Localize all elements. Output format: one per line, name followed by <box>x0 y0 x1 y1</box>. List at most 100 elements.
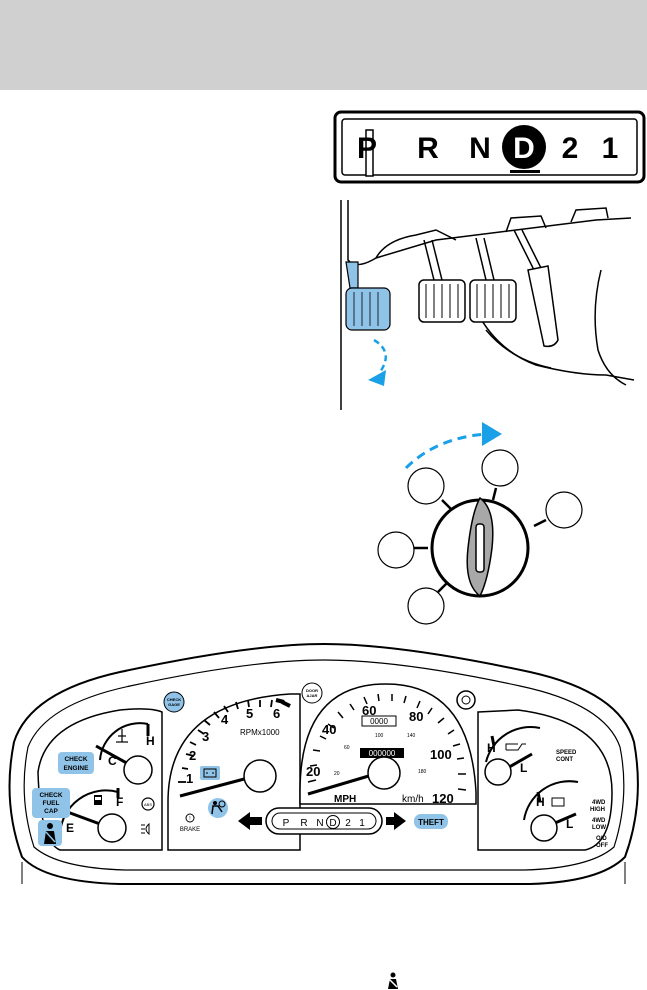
tach-needle <box>179 776 249 798</box>
4wd-high-label: 4WD <box>592 800 606 806</box>
speedo-needle <box>307 773 373 796</box>
tach-tick-label: 6 <box>273 706 280 721</box>
gear-d-highlight <box>502 125 546 169</box>
4wd-low-label: 4WD <box>592 818 606 824</box>
prnd-label: R <box>300 818 307 829</box>
check-fuel-cap-lamp <box>32 788 70 818</box>
key-position-circle <box>407 467 445 505</box>
temp-low-label: C <box>108 754 117 768</box>
coolant-icon <box>116 729 128 743</box>
arrow-left-icon <box>238 812 262 830</box>
battery-icon <box>200 766 220 780</box>
svg-text:AJAR: AJAR <box>307 693 318 698</box>
battery-high-label: H <box>536 795 545 809</box>
speedo-tick-label: 20 <box>306 764 320 779</box>
mph-label: MPH <box>334 794 356 805</box>
battery-needle-hub <box>530 814 558 842</box>
temp-high-label: H <box>146 734 155 748</box>
arrow-down-icon <box>368 370 386 386</box>
instrument-cluster: H C CHECK ENGINE F E CHECK FUEL CAP ABS <box>8 642 639 885</box>
fuel-pump-icon <box>94 795 102 805</box>
tach-tick-label: 5 <box>246 706 253 721</box>
tach-scale <box>178 699 273 783</box>
tach-unit-label: RPMx1000 <box>240 728 280 737</box>
speedo-tick-label: 100 <box>430 747 452 762</box>
check-gage-text: CHECK <box>167 697 181 702</box>
airbag-lamp <box>208 798 228 818</box>
svg-text:OFF: OFF <box>596 843 608 849</box>
svg-text:FUEL: FUEL <box>43 800 60 807</box>
gear-n: N <box>469 132 491 165</box>
kmh-tick-label: 140 <box>407 733 416 739</box>
speedo-tick-label: 80 <box>409 709 423 724</box>
kmh-label: km/h <box>402 794 424 805</box>
prnd-label: 2 <box>345 818 351 829</box>
speedo-scale <box>307 693 467 791</box>
oil-high-label: H <box>487 741 496 755</box>
svg-text:CONT: CONT <box>556 757 573 763</box>
tach-needle-hub <box>243 759 277 793</box>
tach-tick-label: 4 <box>221 712 229 727</box>
svg-text:ENGINE: ENGINE <box>64 765 90 772</box>
speedo-tick-label: 40 <box>322 722 336 737</box>
check-engine-text: CHECK <box>64 756 87 763</box>
check-engine-lamp <box>58 752 94 774</box>
theft-label: THEFT <box>418 818 444 827</box>
check-gage-lamp <box>163 691 185 713</box>
airbag-icon <box>211 800 226 815</box>
kmh-tick-label: 100 <box>375 733 384 739</box>
arrow-right-icon <box>482 422 502 446</box>
svg-text:HIGH: HIGH <box>590 807 605 813</box>
gear-d: D <box>513 132 535 165</box>
svg-text:LOW: LOW <box>592 825 606 831</box>
battery-low-label: L <box>566 817 573 831</box>
fuel-low-label: E <box>66 821 74 835</box>
seatbelt-icon <box>388 972 398 989</box>
headlamp-icon <box>141 822 150 836</box>
tach-tick-label: 1 <box>186 771 193 786</box>
right-gauge-pod <box>477 709 613 851</box>
page-header-band <box>0 0 647 90</box>
temp-needle-hub <box>123 755 153 785</box>
kmh-tick-label: 20 <box>334 771 340 777</box>
gear-r: R <box>417 132 439 165</box>
fuel-needle-hub <box>97 813 127 843</box>
od-off-label: O/D <box>596 836 607 842</box>
gear-pointer <box>365 129 374 177</box>
gear-indicator: P R N D 2 1 <box>333 110 646 184</box>
svg-text:ABS: ABS <box>144 802 152 807</box>
abs-icon: ABS <box>141 797 155 811</box>
speedo-tick-label: 60 <box>362 703 376 718</box>
fuel-high-label: F <box>116 795 123 809</box>
gear-p: P <box>357 132 377 165</box>
key-position-circle <box>545 491 583 529</box>
svg-text:!: ! <box>189 816 190 822</box>
theft-lamp <box>414 814 448 829</box>
door-ajar-lamp <box>301 682 323 704</box>
speedometer-pod <box>299 683 477 805</box>
svg-text:CAP: CAP <box>44 808 58 815</box>
trip-odometer <box>361 715 397 727</box>
oil-needle-hub <box>484 758 512 786</box>
kmh-tick-label: 180 <box>418 769 427 775</box>
prnd-label: D <box>329 818 336 829</box>
speedo-needle-hub <box>367 756 401 790</box>
check-fuel-cap-text: CHECK <box>39 792 62 799</box>
battery-gauge-icon <box>551 797 565 807</box>
gear-2: 2 <box>562 132 579 165</box>
tach-tick-label: 3 <box>202 729 209 744</box>
gear-1: 1 <box>602 132 619 165</box>
svg-text:GAGE: GAGE <box>168 702 180 707</box>
brake-icon: ! <box>185 813 195 823</box>
pedal-illustration <box>340 200 635 410</box>
oil-can-icon <box>505 743 526 751</box>
seatbelt-icon <box>44 823 56 844</box>
prnd-label: P <box>283 818 290 829</box>
ignition-diagram <box>377 422 583 625</box>
door-ajar-text: DOOR <box>306 688 318 693</box>
key-position-circle <box>407 587 445 625</box>
parking-brake-pedal <box>345 261 391 331</box>
prnd-label: N <box>316 818 323 829</box>
odometer <box>360 748 404 758</box>
odometer-value: 000000 <box>369 749 396 758</box>
